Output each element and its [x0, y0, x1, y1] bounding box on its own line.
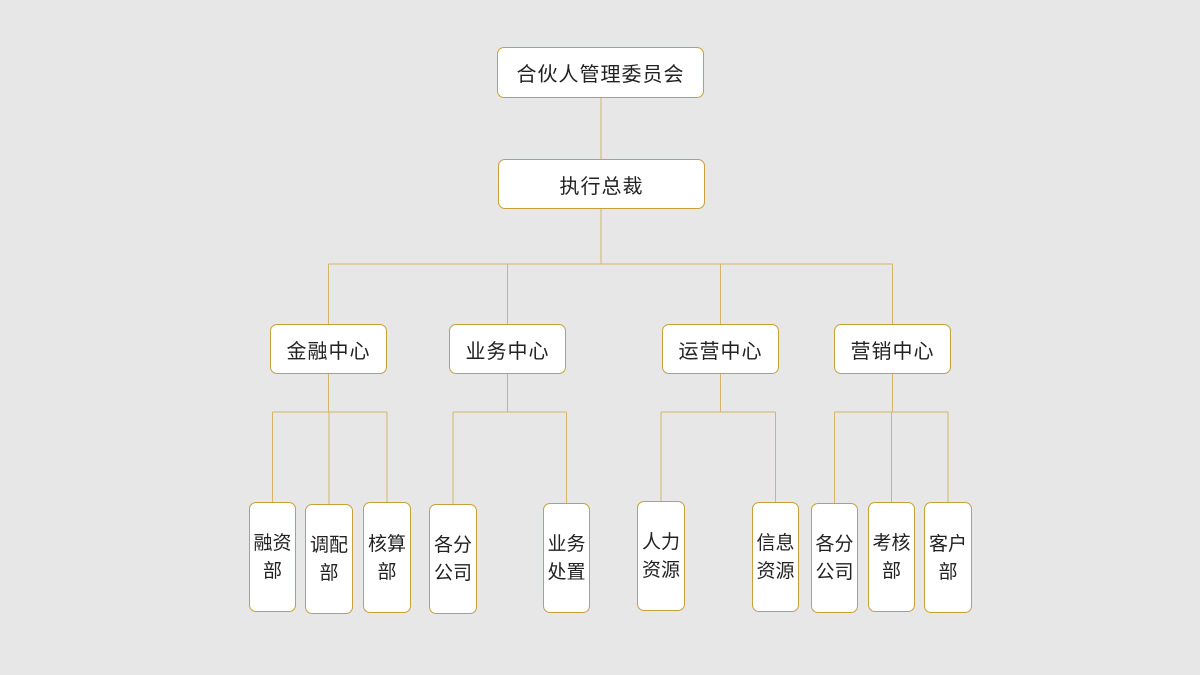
dept-box-customer: 客户部: [924, 502, 972, 613]
dept-box-financing: 融资部: [249, 502, 296, 612]
dept-box-assessment: 考核部: [868, 502, 915, 612]
ceo-box: 执行总裁: [498, 159, 705, 209]
center-box-business: 业务中心: [449, 324, 566, 374]
dept-box-accounting: 核算部: [363, 502, 411, 613]
center-box-marketing: 营销中心: [834, 324, 951, 374]
dept-box-branches: 各分公司: [429, 504, 477, 614]
center-box-finance: 金融中心: [270, 324, 387, 374]
dept-box-human-resources: 人力资源: [637, 501, 685, 611]
dept-box-branches: 各分公司: [811, 503, 858, 613]
dept-box-information-resources: 信息资源: [752, 502, 799, 612]
center-box-operations: 运营中心: [662, 324, 779, 374]
committee-box: 合伙人管理委员会: [497, 47, 704, 98]
dept-box-allocation: 调配部: [305, 504, 353, 614]
dept-box-business-disposal: 业务处置: [543, 503, 590, 613]
